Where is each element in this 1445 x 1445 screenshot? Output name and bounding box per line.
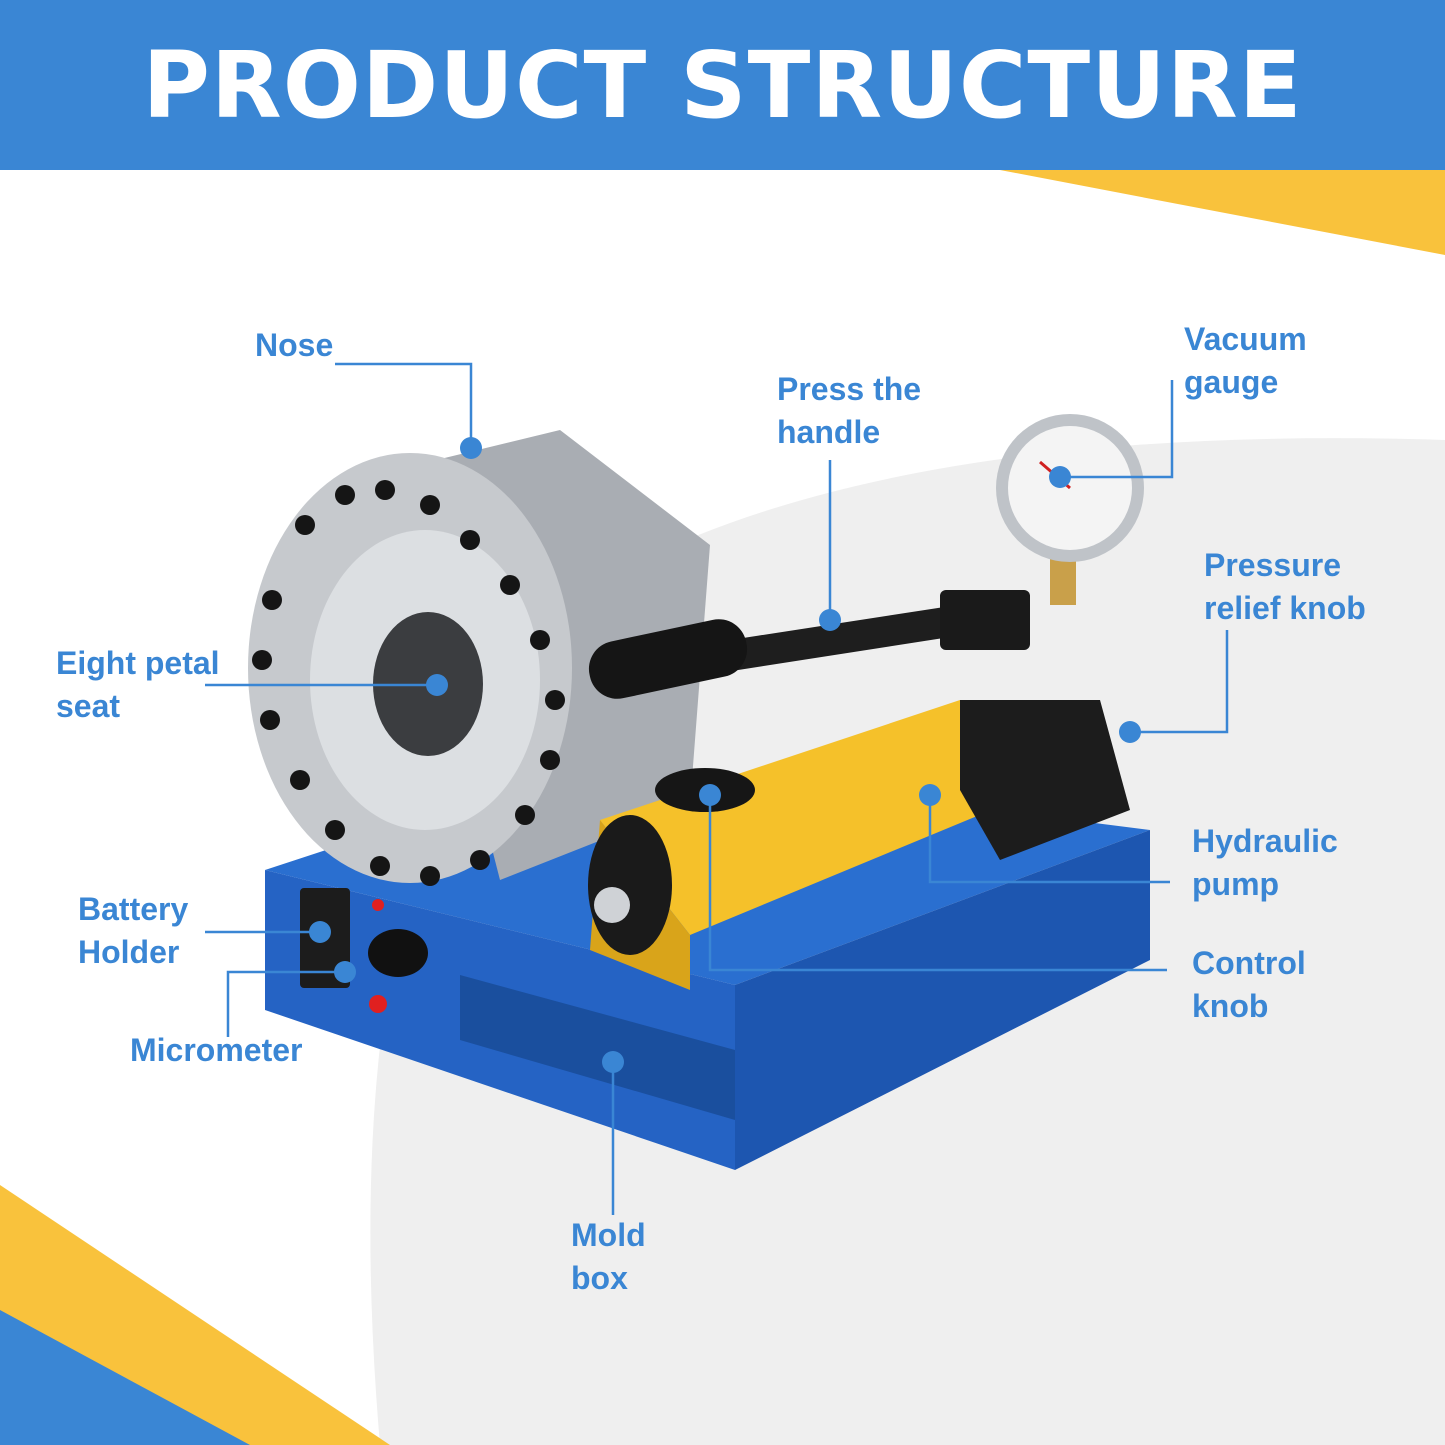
bottom-left-blue-band [0, 1310, 250, 1445]
label-control-knob-line1: Control [1192, 945, 1306, 981]
label-battery-holder: Battery Holder [78, 888, 188, 974]
label-press-handle: Press the handle [777, 368, 921, 454]
label-eight-petal-line2: seat [56, 688, 121, 724]
header-bar [0, 0, 1445, 170]
pump-end-cap [588, 815, 672, 955]
page-title: PRODUCT STRUCTURE [142, 31, 1303, 139]
label-control-knob: Control knob [1192, 942, 1306, 1028]
label-vacuum-gauge: Vacuum gauge [1184, 318, 1307, 404]
callout-dots [309, 437, 1141, 1073]
label-vacuum-gauge-line1: Vacuum [1184, 321, 1307, 357]
pump-bolt-head [594, 887, 630, 923]
label-press-handle-line1: Press the [777, 371, 922, 407]
label-battery-holder-line1: Battery [78, 891, 189, 927]
label-nose: Nose [255, 324, 333, 367]
gauge-stem [1050, 555, 1076, 605]
label-hydraulic-pump-line2: pump [1192, 866, 1280, 902]
nose-bolts [252, 480, 565, 886]
label-pressure-relief-knob: Pressure relief knob [1204, 544, 1366, 630]
press-handle-grip [588, 619, 748, 699]
indicator-light-top [372, 899, 384, 911]
label-battery-holder-line2: Holder [78, 934, 180, 970]
label-mold-box-line2: box [571, 1260, 628, 1296]
label-micrometer-line1: Micrometer [130, 1032, 303, 1068]
label-micrometer: Micrometer [130, 1029, 303, 1072]
mold-box-drawer [460, 975, 735, 1120]
callout-lines [205, 362, 1229, 1215]
label-mold-box-line1: Mold [571, 1217, 646, 1253]
label-pressure-knob-line2: relief knob [1204, 590, 1366, 626]
handle-hinge [940, 590, 1030, 650]
label-press-handle-line2: handle [777, 414, 881, 450]
indicator-light-bottom [369, 995, 387, 1013]
pump-mount [960, 700, 1130, 860]
top-right-yellow-band [1000, 170, 1445, 255]
label-eight-petal-line1: Eight petal [56, 645, 220, 681]
label-vacuum-gauge-line2: gauge [1184, 364, 1279, 400]
base-front [735, 830, 1150, 1170]
label-eight-petal-seat: Eight petal seat [56, 642, 220, 728]
label-hydraulic-pump: Hydraulic pump [1192, 820, 1338, 906]
label-pressure-knob-line1: Pressure [1204, 547, 1341, 583]
micrometer-knob [368, 929, 428, 977]
label-control-knob-line2: knob [1192, 988, 1269, 1024]
label-mold-box: Mold box [571, 1214, 646, 1300]
label-nose-line1: Nose [255, 327, 334, 363]
label-hydraulic-pump-line1: Hydraulic [1192, 823, 1338, 859]
